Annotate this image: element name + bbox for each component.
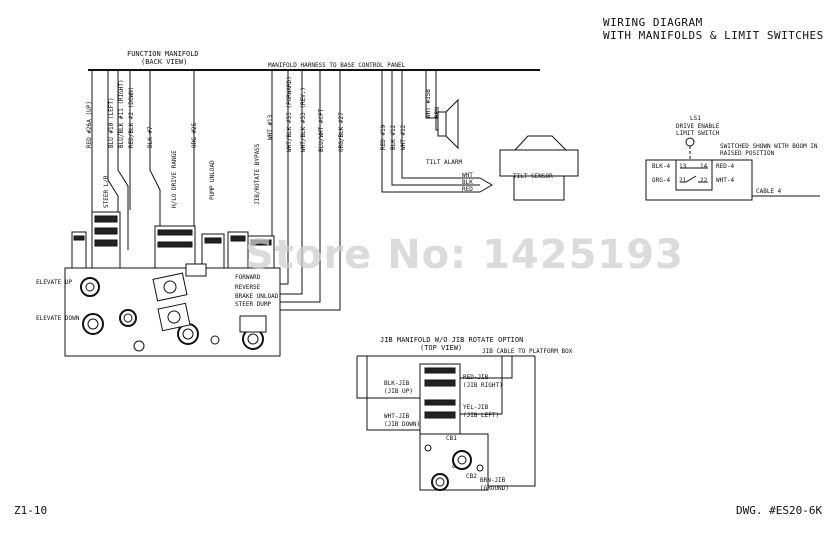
coil-label-reverse: REVERSE (235, 284, 261, 291)
ls-wire-left-2: ORG-4 (652, 177, 670, 184)
wire-label-1: RED #26A (UP) (86, 101, 93, 148)
wire-label-8: WHT/BLK #53 (FORWARD) (286, 76, 293, 152)
wire-label-6: ORG #25 (191, 122, 198, 148)
tilt-alarm-icon (437, 98, 459, 150)
alarm-wire-wht: WHT #35B (425, 89, 432, 118)
ls-pin-14: 14 (700, 163, 708, 170)
jib-manifold-title: JIB MANIFOLD W/O JIB ROTATE OPTION (380, 336, 523, 344)
limit-switch-id: LS1 (690, 115, 701, 122)
wire-label-11: ORG/BLK #27 (338, 112, 345, 152)
jib-cable-label: JIB CABLE TO PLATFORM BOX (482, 348, 573, 355)
jib-manifold-view: (TOP VIEW) (420, 344, 462, 352)
valve-label-steer: STEER L/R (103, 175, 110, 208)
jib-wire-wht: WHT-JIB (384, 413, 410, 420)
wire-label-3: BLU/BLK #11 (RIGHT) (118, 79, 125, 148)
ls-wire-right-1: RED-4 (716, 163, 734, 170)
valve-label-pump-unload: PUMP UNLOAD (209, 160, 216, 200)
wire-label-4: RED/BLK #2 (DOWN) (128, 87, 135, 148)
jib-wire-red: RED-JIB (463, 374, 489, 381)
elevate-down-label: ELEVATE DOWN (36, 315, 80, 322)
ls-wire-right-2: WHT-4 (716, 177, 734, 184)
diagram-title-line2: WITH MANIFOLDS & LIMIT SWITCHES (603, 29, 824, 42)
solenoid-stacks (71, 211, 275, 269)
limit-switch-name-1: DRIVE ENABLE (676, 123, 720, 130)
jib-wire-brn: BRN-JIB (480, 477, 506, 484)
ls-wire-left-1: BLK-4 (652, 163, 670, 170)
diagram-title-line1: WIRING DIAGRAM (603, 16, 703, 29)
jib-fn-up: (JIB UP) (384, 388, 413, 395)
wire-label-9: WHT/BLK #53 (REV.) (300, 87, 307, 152)
limit-switch-note-2: RAISED POSITION (720, 150, 775, 157)
store-watermark: Store No: 1425193 (245, 232, 684, 278)
limit-switch-name-2: LIMIT SWITCH (676, 130, 720, 137)
wire-label-2: BLU #10 (LEFT) (108, 97, 115, 148)
wire-label-5: BLK #7 (147, 126, 154, 148)
ls-pin-13: 13 (679, 163, 687, 170)
jib-fn-left: (JIB LEFT) (463, 412, 499, 419)
footer-drawing-number: DWG. #ES20-6K (736, 504, 822, 517)
coil-label-steer-dump: STEER DUMP (235, 301, 272, 308)
jib-wire-blk: BLK-JIB (384, 380, 410, 387)
jib-port-cb2: CB2 (466, 473, 477, 480)
elevate-up-label: ELEVATE UP (36, 279, 73, 286)
tilt-wire-blk: BLK #12 (390, 124, 397, 150)
tilt-sensor-label: TILT SENSOR (513, 173, 553, 180)
ls-pin-22: 22 (700, 177, 708, 184)
coil-label-forward: FORWARD (235, 274, 261, 281)
manifold-ports (80, 277, 264, 352)
valve-label-drive-range: H/LO DRIVE RANGE (171, 150, 178, 208)
ls-pin-21: 21 (679, 177, 687, 184)
jib-fn-down: (JIB DOWN) (384, 421, 420, 428)
sensor-wire-red: RED (462, 186, 473, 193)
jib-wiring (356, 356, 536, 487)
tilt-sensor-icon (479, 135, 579, 201)
sensor-wire-blk: BLK (462, 179, 473, 186)
jib-wire-yel: YEL-JIB (463, 404, 489, 411)
harness-label: MANIFOLD HARNESS TO BASE CONTROL PANEL (268, 62, 406, 69)
tilt-wire-red: RED #19 (380, 124, 387, 150)
wire-label-10: BLU/WHT #CFT (318, 108, 325, 152)
tilt-wire-wht: WHT #12 (400, 124, 407, 150)
coil-blocks (152, 263, 267, 333)
left-wire-drops (91, 70, 195, 262)
jib-fn-right: (JIB RIGHT) (463, 382, 503, 389)
valve-label-jib-bypass: JIB/ROTATE BYPASS (254, 143, 261, 205)
limit-switch-symbol (645, 137, 820, 201)
tilt-alarm-label: TILT ALARM (426, 159, 463, 166)
jib-port-d: d (452, 463, 456, 470)
jib-fn-ground: (GROUND) (480, 485, 509, 492)
sensor-wire-wht: WHT (462, 172, 473, 179)
tilt-wiring (381, 70, 480, 193)
ls-cable-label: CABLE 4 (756, 188, 782, 195)
coil-label-brake-unload: BRAKE UNLOAD (235, 293, 279, 300)
jib-manifold-block (419, 363, 489, 491)
function-manifold-view: (BACK VIEW) (141, 58, 187, 66)
wire-label-7: WHT #13 (267, 114, 274, 140)
footer-page-id: Z1-10 (14, 504, 47, 517)
limit-switch-note-1: SWITCHED SHOWN WITH BOOM IN (720, 143, 818, 150)
jib-port-cb1: CB1 (446, 435, 457, 442)
function-manifold-title: FUNCTION MANIFOLD (127, 50, 199, 58)
